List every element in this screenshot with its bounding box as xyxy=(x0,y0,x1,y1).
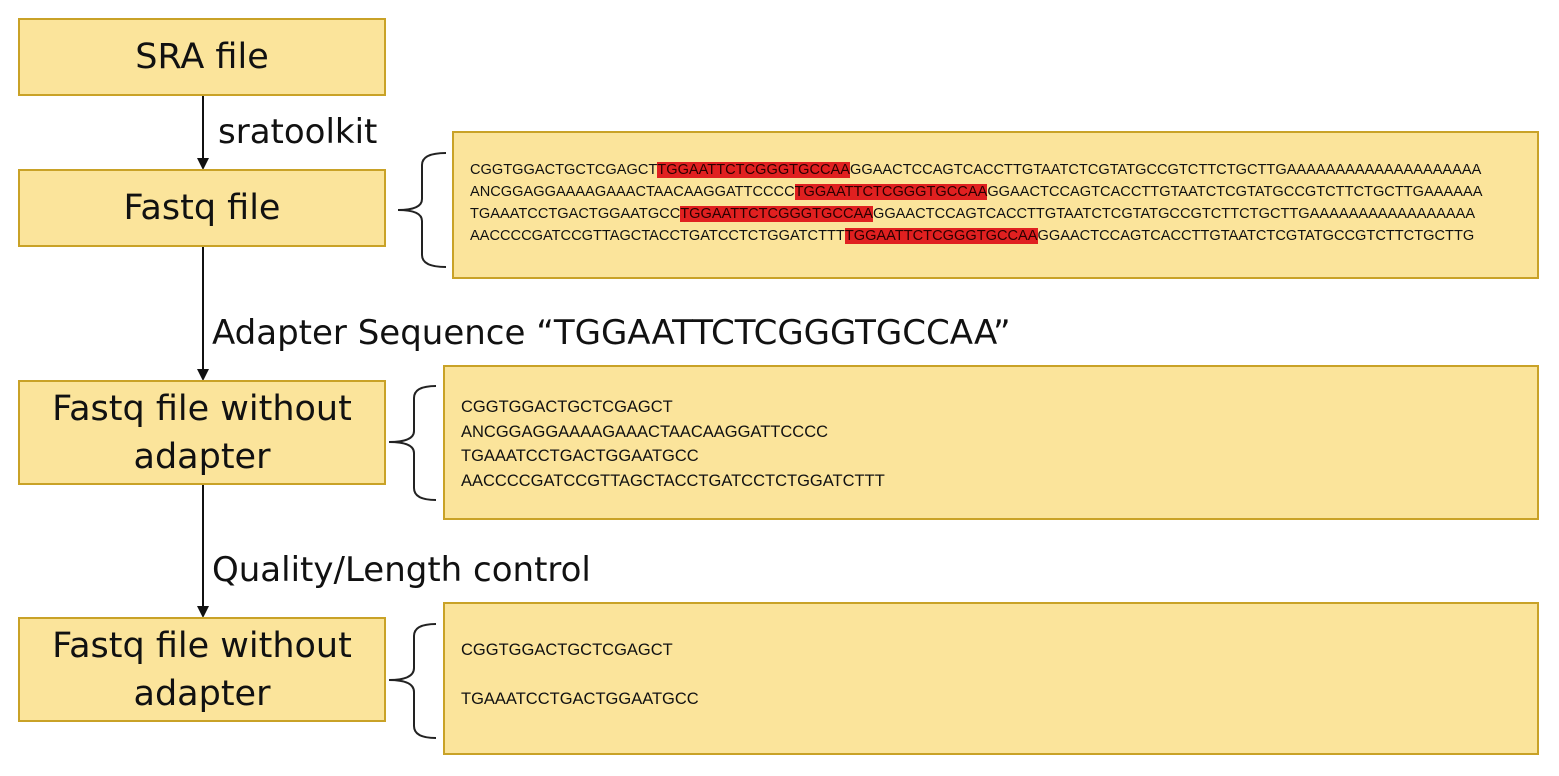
trimmed-read-line: TGAAATCCTGACTGGAATGCC xyxy=(461,447,699,465)
fastq-without-adapter-label: Fastq file without adapter xyxy=(52,388,352,477)
fastq-file-label: Fastq file xyxy=(123,188,281,228)
filtered-read-line: TGAAATCCTGACTGGAATGCC xyxy=(461,690,699,708)
sra-file-box: SRA file xyxy=(18,18,386,96)
edge-label-quality-control: Quality/Length control xyxy=(212,550,591,590)
trimmed-read-line: ANCGGAGGAAAAGAAACTAACAAGGATTCCCC xyxy=(461,422,829,441)
trimmed-reads-panel: CGGTGGACTGCTCGAGCT ANCGGAGGAAAAGAAACTAAC… xyxy=(443,365,1539,520)
fastq-filtered-box: Fastq file without adapter xyxy=(18,617,386,722)
raw-reads-list: CGGTGGACTGCTCGAGCTTGGAATTCTCGGGTGCCAAGGA… xyxy=(470,159,1482,247)
raw-read-line: AACCCCGATCCGTTAGCTACCTGATCCTCTGGATCTTTTG… xyxy=(470,228,1475,244)
raw-reads-panel: CGGTGGACTGCTCGAGCTTGGAATTCTCGGGTGCCAAGGA… xyxy=(452,131,1539,279)
brace-raw-reads xyxy=(397,152,447,268)
adapter-highlight: TGGAATTCTCGGGTGCCAA xyxy=(680,206,873,222)
brace-trimmed-reads xyxy=(388,385,437,501)
fastq-without-adapter-box: Fastq file without adapter xyxy=(18,380,386,485)
raw-read-line: ANCGGAGGAAAAGAAACTAACAAGGATTCCCCTGGAATTC… xyxy=(470,184,1483,200)
filtered-reads-list: CGGTGGACTGCTCGAGCT TGAAATCCTGACTGGAATGCC xyxy=(461,638,699,712)
adapter-highlight: TGGAATTCTCGGGTGCCAA xyxy=(657,162,850,178)
sra-file-label: SRA file xyxy=(135,37,269,77)
filtered-reads-panel: CGGTGGACTGCTCGAGCT TGAAATCCTGACTGGAATGCC xyxy=(443,602,1539,755)
filtered-read-gap xyxy=(461,663,699,688)
adapter-highlight: TGGAATTCTCGGGTGCCAA xyxy=(794,184,988,200)
edge-label-adapter-sequence: Adapter Sequence “TGGAATTCTCGGGTGCCAA” xyxy=(212,313,1011,353)
brace-filtered-reads xyxy=(388,623,437,739)
trimmed-reads-list: CGGTGGACTGCTCGAGCT ANCGGAGGAAAAGAAACTAAC… xyxy=(461,395,885,493)
edge-label-sratoolkit: sratoolkit xyxy=(218,112,378,152)
fastq-filtered-label: Fastq file without adapter xyxy=(52,625,352,714)
raw-read-line: TGAAATCCTGACTGGAATGCCTGGAATTCTCGGGTGCCAA… xyxy=(470,206,1476,222)
adapter-highlight: TGGAATTCTCGGGTGCCAA xyxy=(844,228,1038,244)
raw-read-line: CGGTGGACTGCTCGAGCTTGGAATTCTCGGGTGCCAAGGA… xyxy=(470,162,1482,178)
filtered-read-line: CGGTGGACTGCTCGAGCT xyxy=(461,641,673,659)
fastq-file-box: Fastq file xyxy=(18,169,386,247)
trimmed-read-line: AACCCCGATCCGTTAGCTACCTGATCCTCTGGATCTTT xyxy=(461,471,885,490)
trimmed-read-line: CGGTGGACTGCTCGAGCT xyxy=(461,398,673,416)
